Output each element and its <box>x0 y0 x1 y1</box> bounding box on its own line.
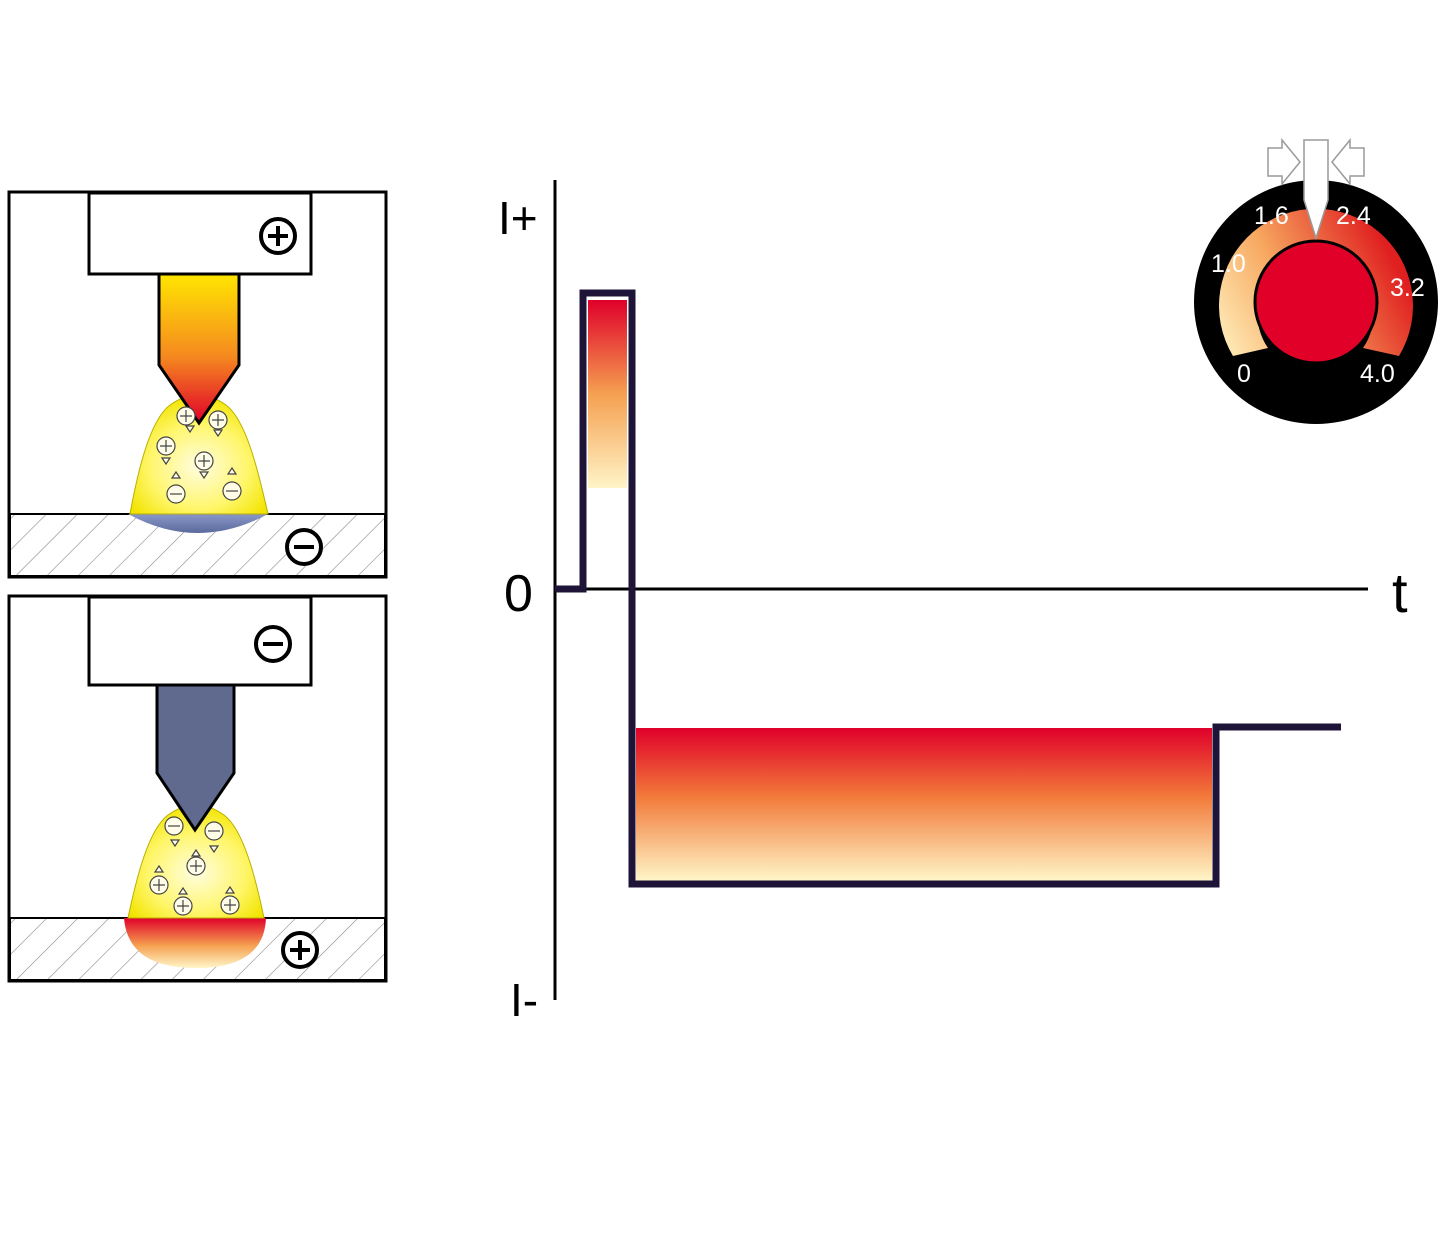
dial-tick-2-4: 2.4 <box>1336 202 1371 230</box>
current-time-graph: I+ 0 I- t <box>498 180 1408 1026</box>
dial-tick-1-6: 1.6 <box>1254 202 1289 230</box>
dial-tick-labels: 0 1.0 1.6 2.4 3.2 4.0 <box>1211 202 1425 388</box>
plus-circle-icon <box>281 931 319 969</box>
dial-scale-arc <box>1219 208 1413 356</box>
negative-phase-fill <box>636 728 1212 881</box>
plus-circle-icon <box>259 217 297 255</box>
y-axis-zero-label: 0 <box>504 565 533 623</box>
ion-particles <box>156 406 242 504</box>
y-axis-bottom-label: I- <box>510 974 538 1026</box>
panel-electrode-positive <box>7 190 388 579</box>
minus-circle-icon <box>254 625 292 663</box>
tungsten-electrode <box>155 683 236 833</box>
dial-tick-0: 0 <box>1237 360 1251 388</box>
positive-pulse-fill <box>588 300 627 488</box>
dial-tick-4-0: 4.0 <box>1360 360 1395 388</box>
weld-pool <box>128 514 268 533</box>
tungsten-electrode <box>157 272 241 426</box>
x-axis-label: t <box>1392 561 1408 624</box>
pointer-arrow-icon <box>1267 137 1365 241</box>
dial-knob <box>1253 239 1379 365</box>
weld-pool <box>124 918 266 968</box>
ion-particles <box>149 816 240 916</box>
dial-tick-3-2: 3.2 <box>1390 274 1425 302</box>
current-waveform <box>555 289 1341 888</box>
panel-electrode-negative <box>7 594 388 983</box>
y-axis-top-label: I+ <box>498 192 538 244</box>
minus-circle-icon <box>285 528 323 566</box>
balance-dial: 0 1.0 1.6 2.4 3.2 4.0 <box>1194 137 1438 424</box>
dial-tick-1-0: 1.0 <box>1211 250 1246 278</box>
